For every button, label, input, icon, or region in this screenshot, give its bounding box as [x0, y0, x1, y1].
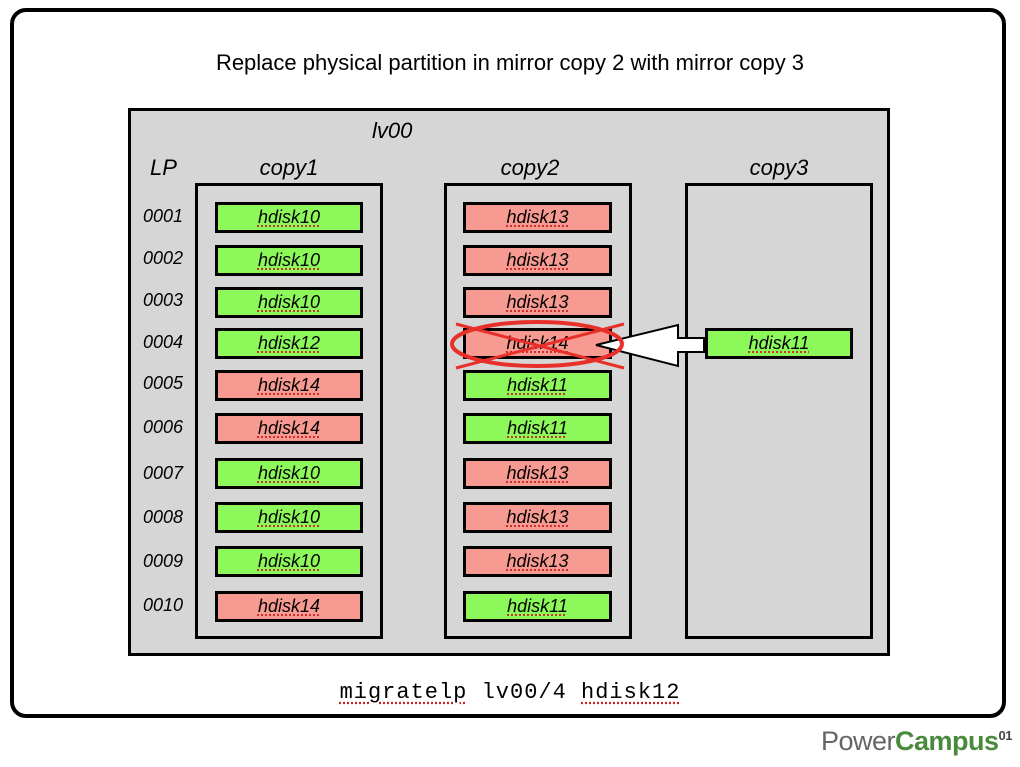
- copy1-column: [195, 183, 383, 639]
- copy1-partition: hdisk14: [215, 591, 363, 622]
- copy3-column: [685, 183, 873, 639]
- disk-label: hdisk10: [257, 292, 321, 312]
- lv-label: lv00: [372, 118, 413, 143]
- copy3-header: copy3: [749, 155, 809, 180]
- copy2-partition: hdisk11: [463, 370, 612, 401]
- lp-number: 0003: [143, 290, 184, 310]
- disk-label: hdisk10: [257, 207, 321, 227]
- copy1-partition: hdisk10: [215, 287, 363, 318]
- copy1-partition: hdisk10: [215, 202, 363, 233]
- lp-number: 0002: [143, 248, 184, 268]
- lp-number: 0005: [143, 373, 184, 393]
- copy1-partition: hdisk14: [215, 413, 363, 444]
- command-argument: lv00/4: [481, 680, 567, 705]
- disk-label: hdisk10: [257, 463, 321, 483]
- lp-number: 0001: [143, 206, 184, 226]
- disk-label: hdisk11: [507, 375, 568, 395]
- disk-label: hdisk11: [748, 333, 810, 353]
- slide-title: Replace physical partition in mirror cop…: [215, 50, 805, 75]
- copy1-partition: hdisk14: [215, 370, 363, 401]
- disk-label: hdisk13: [506, 551, 569, 571]
- disk-label: hdisk13: [506, 292, 569, 312]
- copy2-column: [444, 183, 632, 639]
- copy3-partition: hdisk11: [705, 328, 853, 359]
- replace-circle: [450, 320, 624, 368]
- lp-header: LP: [150, 155, 177, 180]
- disk-label: hdisk11: [507, 596, 568, 616]
- copy2-partition: hdisk13: [463, 458, 612, 489]
- disk-label: hdisk13: [506, 207, 569, 227]
- disk-label: hdisk13: [506, 250, 569, 270]
- lp-number: 0010: [143, 595, 184, 615]
- disk-label: hdisk14: [257, 375, 321, 395]
- copy2-partition: hdisk11: [463, 413, 612, 444]
- copy2-header: copy2: [500, 155, 560, 180]
- command-name: migratelp: [339, 680, 468, 705]
- lp-number: 0009: [143, 551, 184, 571]
- disk-label: hdisk10: [257, 551, 321, 571]
- command-disk: hdisk12: [581, 680, 681, 705]
- copy2-partition: hdisk13: [463, 287, 612, 318]
- copy1-partition: hdisk10: [215, 458, 363, 489]
- lp-number: 0006: [143, 417, 184, 437]
- disk-label: hdisk13: [506, 463, 569, 483]
- lp-number: 0007: [143, 463, 184, 483]
- lp-number: 0008: [143, 507, 184, 527]
- copy1-header: copy1: [259, 155, 319, 180]
- copy2-partition: hdisk13: [463, 546, 612, 577]
- disk-label: hdisk10: [257, 250, 321, 270]
- copy2-partition: hdisk11: [463, 591, 612, 622]
- copy1-partition: hdisk10: [215, 502, 363, 533]
- disk-label: hdisk14: [257, 596, 321, 616]
- migration-arrow: [595, 323, 705, 368]
- copy1-partition: hdisk12: [215, 328, 363, 359]
- disk-label: hdisk14: [257, 418, 321, 438]
- copy2-partition: hdisk13: [463, 502, 612, 533]
- copy1-partition: hdisk10: [215, 546, 363, 577]
- disk-label: hdisk11: [507, 418, 568, 438]
- copy2-partition: hdisk13: [463, 245, 612, 276]
- disk-label: hdisk13: [506, 507, 569, 527]
- lp-number: 0004: [143, 332, 184, 352]
- disk-label: hdisk10: [257, 507, 321, 527]
- copy2-partition: hdisk13: [463, 202, 612, 233]
- disk-label: hdisk12: [257, 333, 321, 353]
- copy1-partition: hdisk10: [215, 245, 363, 276]
- brand-logo: PowerCampus01: [820, 726, 1013, 756]
- command-line: migratelp lv00/4 hdisk12: [0, 680, 1020, 705]
